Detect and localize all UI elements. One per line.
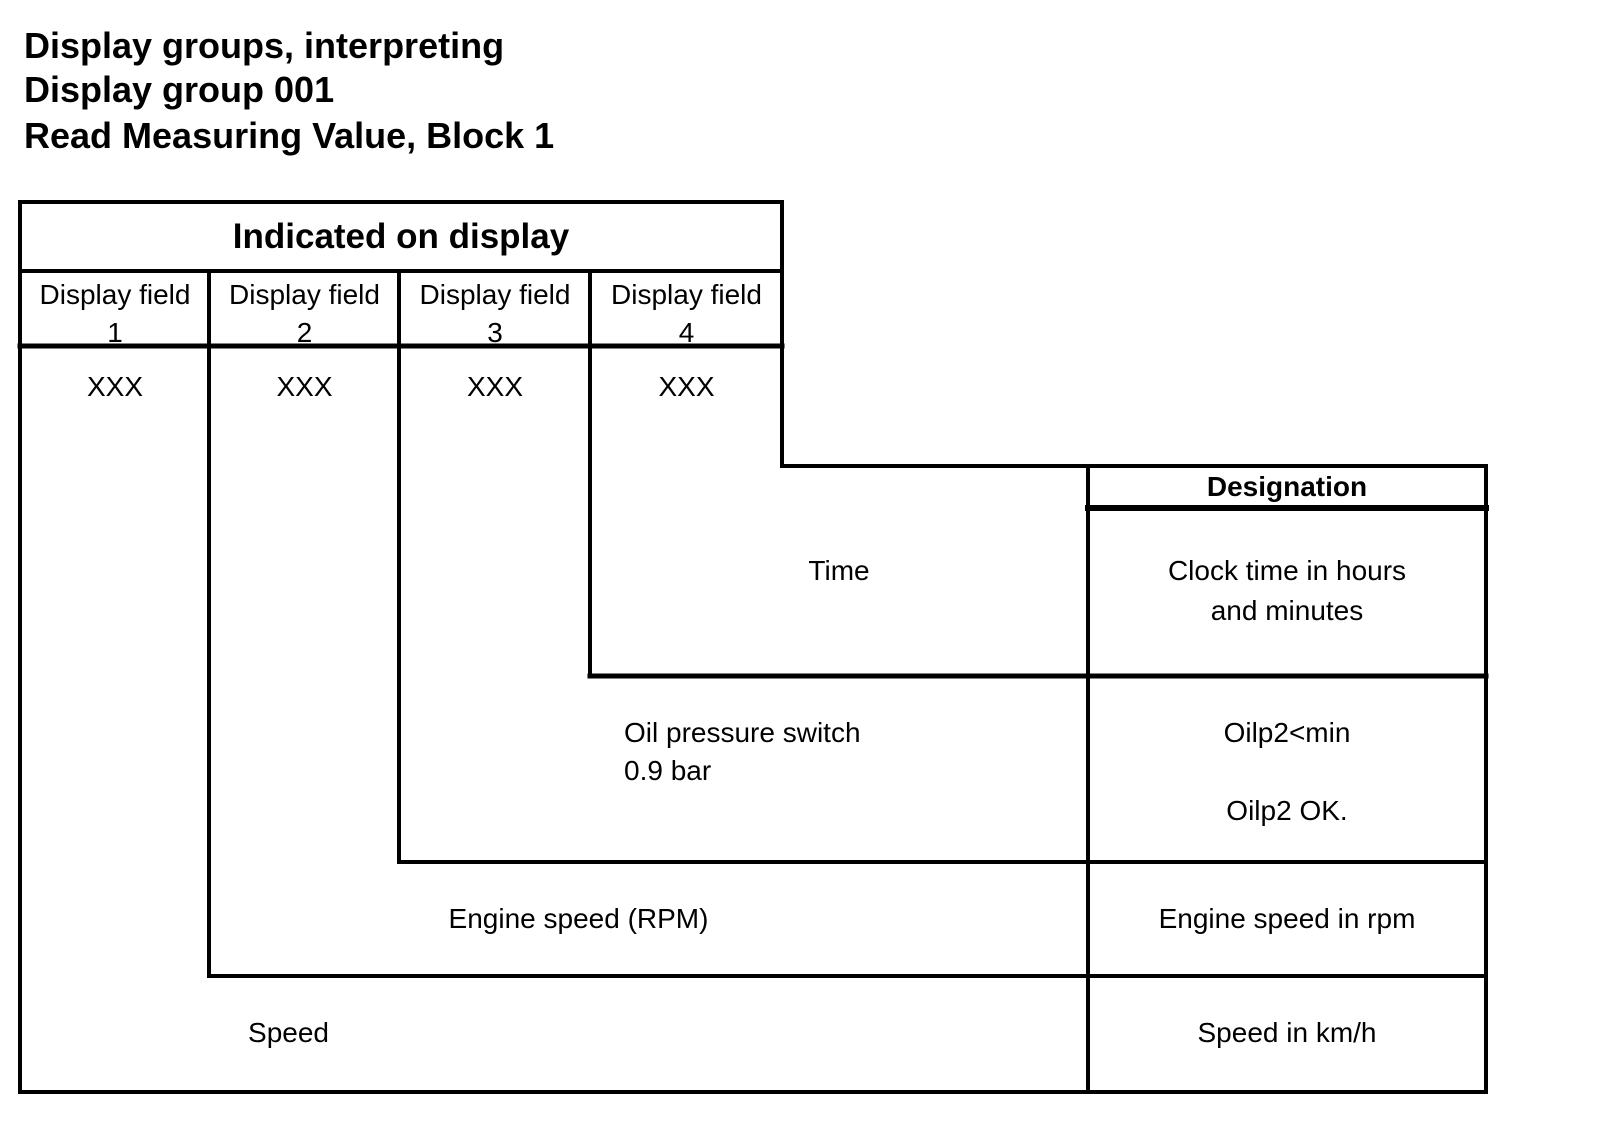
oil-designation-line-1: Oilp2<min [1223, 717, 1351, 748]
title-line-2: Display group 001 [24, 69, 335, 110]
engine-designation: Engine speed in rpm [1158, 903, 1416, 934]
field-4-header-label: Display field [611, 279, 762, 310]
oil-row-name-line-1: Oil pressure switch [624, 717, 861, 748]
speed-row-name: Speed [248, 1017, 329, 1048]
time-designation-line-1: Clock time in hours [1167, 555, 1407, 586]
engine-row-name: Engine speed (RPM) [448, 903, 709, 934]
field-2-value: XXX [276, 371, 333, 402]
field-3-value: XXX [466, 371, 524, 402]
field-1-header-label: Display field [39, 279, 191, 310]
field-2-header-number: 2 [296, 317, 313, 348]
oil-designation-line-2: Oilp2 OK. [1226, 795, 1348, 826]
field-4-value: XXX [658, 371, 715, 402]
field-4-header-number: 4 [678, 317, 695, 348]
field-3-header-label: Display field [419, 279, 571, 310]
field-3-header-number: 3 [487, 317, 503, 348]
field-1-value: XXX [86, 371, 144, 402]
title-line-1: Display groups, interpreting [24, 25, 505, 66]
oil-row-name-line-2: 0.9 bar [624, 755, 712, 786]
title-line-3: Read Measuring Value, Block 1 [24, 115, 555, 156]
time-designation-line-2: and minutes [1210, 595, 1364, 626]
field-1-header-number: 1 [107, 317, 123, 348]
speed-designation: Speed in km/h [1197, 1017, 1377, 1048]
time-row-name: Time [808, 555, 870, 586]
designation-header: Designation [1206, 471, 1368, 502]
field-2-header-label: Display field [229, 279, 380, 310]
indicated-on-display-header: Indicated on display [232, 217, 570, 256]
